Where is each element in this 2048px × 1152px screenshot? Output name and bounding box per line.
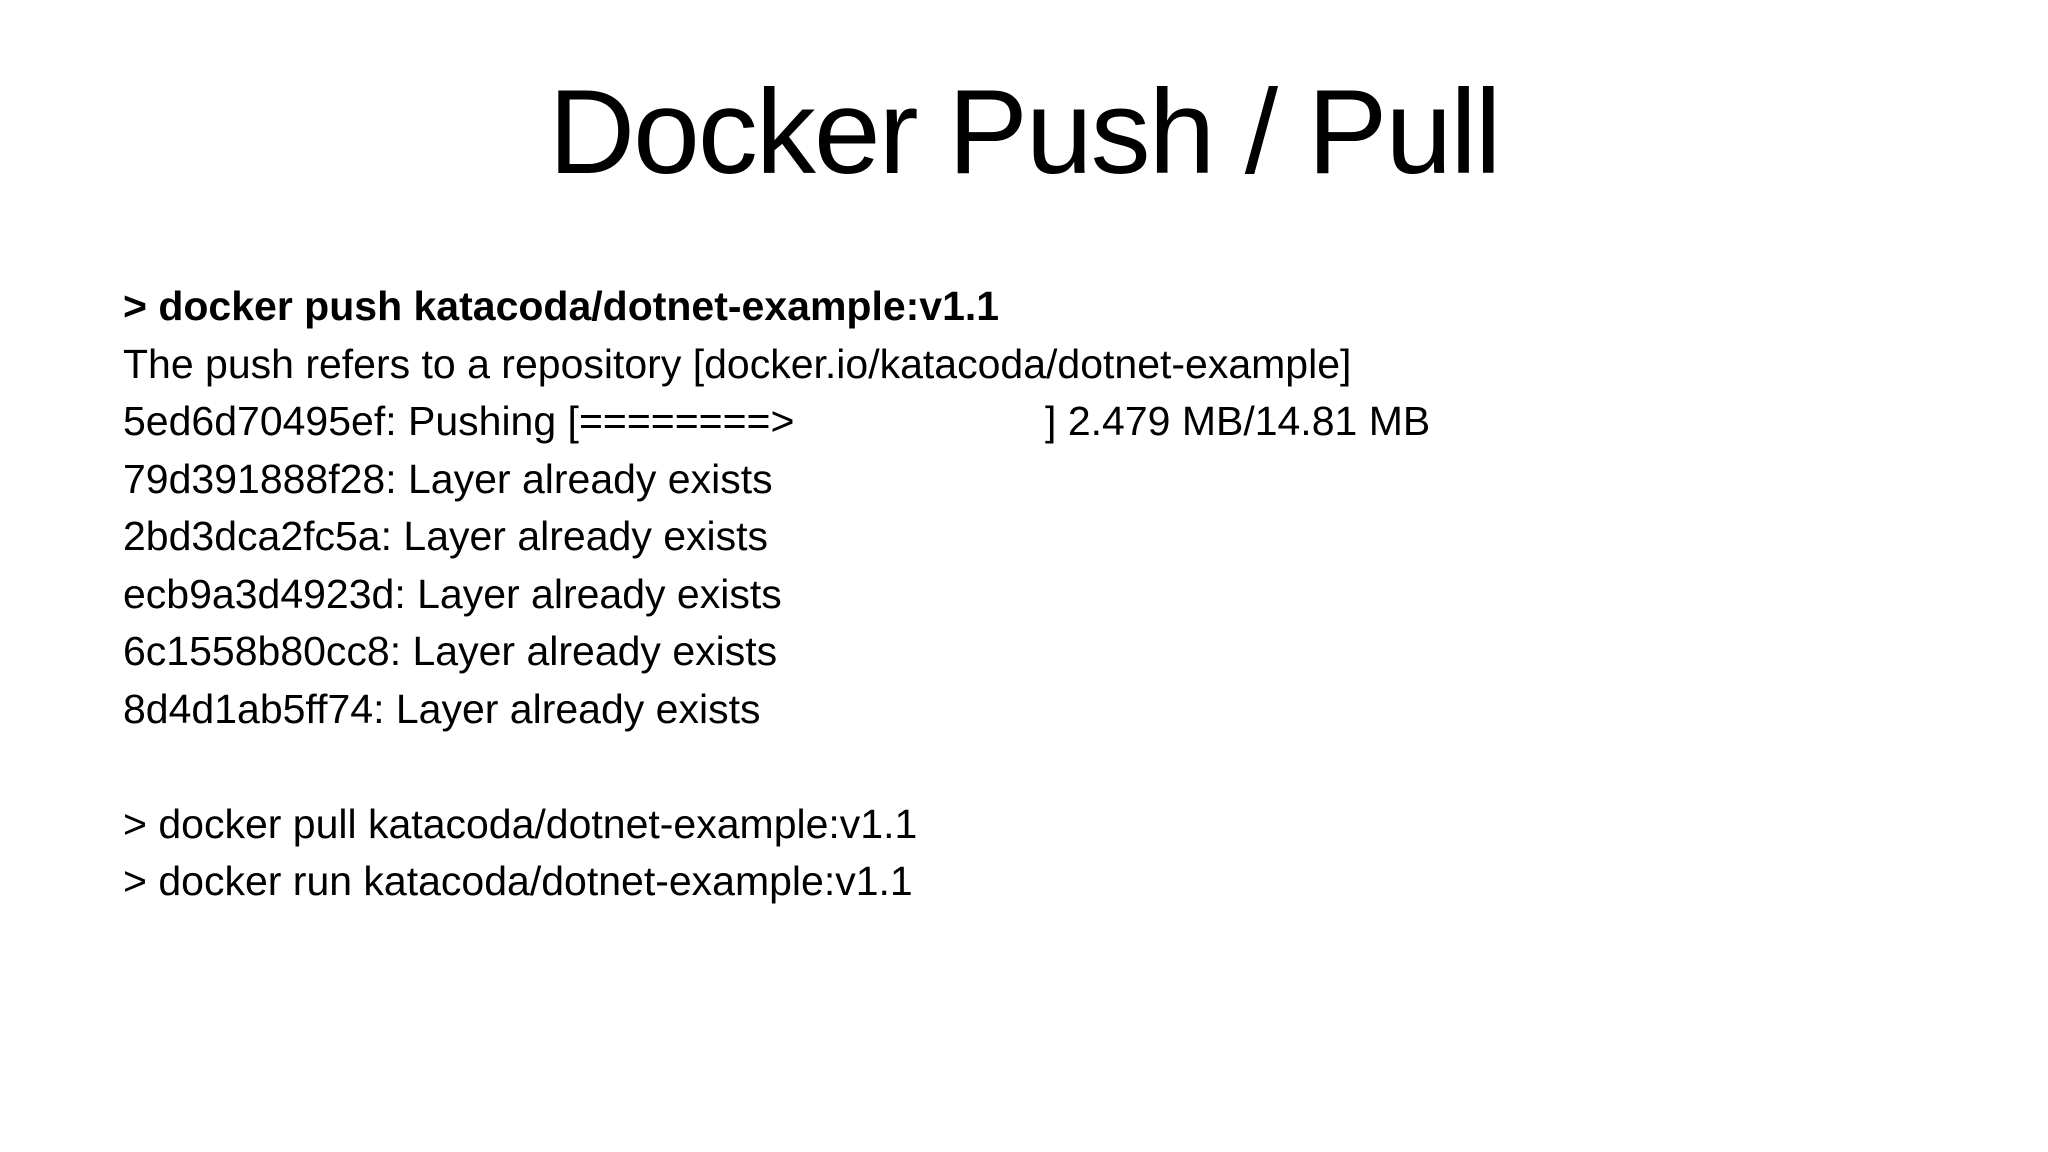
terminal-line-layer: 2bd3dca2fc5a: Layer already exists [123,513,769,559]
terminal-line-run-command: > docker run katacoda/dotnet-example:v1.… [123,858,913,904]
terminal-line-blank [123,738,1988,796]
terminal-line-layer: 79d391888f28: Layer already exists [123,455,773,502]
terminal-output: > docker push katacoda/dotnet-example:v1… [123,278,1988,911]
terminal-line-repository: The push refers to a repository [docker.… [123,340,1352,387]
terminal-line-layer: 8d4d1ab5ff74: Layer already exists [123,685,761,732]
slide-title: Docker Push / Pull [548,65,1501,199]
terminal-line-progress: 5ed6d70495ef: Pushing [========> ] 2.479… [123,398,1431,444]
terminal-line-pull-command: > docker pull katacoda/dotnet-example:v1… [123,800,918,847]
terminal-line-push-command: > docker push katacoda/dotnet-example:v1… [123,283,1000,329]
terminal-line-layer: 6c1558b80cc8: Layer already exists [123,628,778,674]
terminal-line-layer: ecb9a3d4923d: Layer already exists [123,570,782,617]
